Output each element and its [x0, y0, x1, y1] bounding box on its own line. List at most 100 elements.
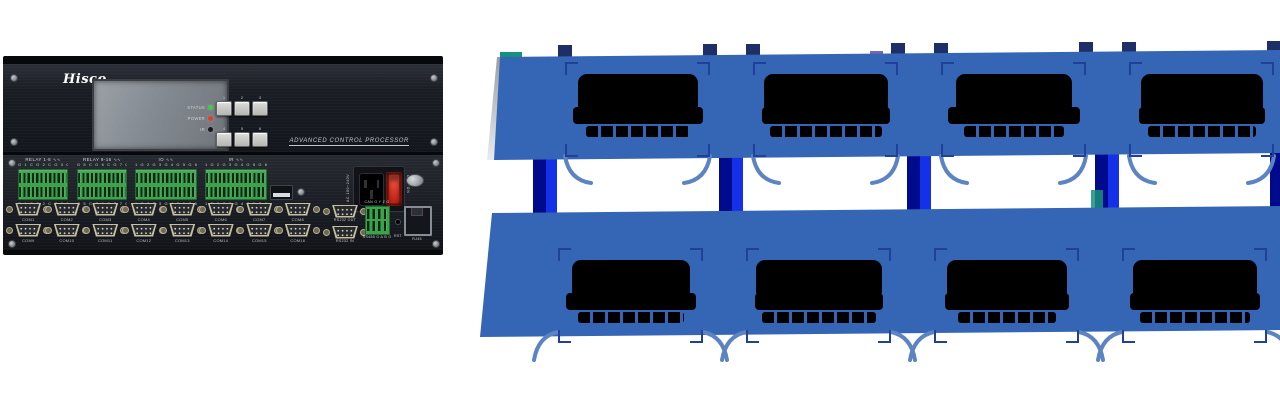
jack-screw-icon [160, 226, 168, 234]
com-port-label: COM6 [214, 217, 227, 222]
indicator-label: IR [200, 127, 205, 132]
corner-bracket-icon [1254, 330, 1267, 343]
db9-shell [15, 202, 42, 216]
db9-port: COM12 [121, 223, 166, 243]
com-port-label: COM2 [60, 217, 73, 222]
db9-port: COM10 [44, 223, 89, 243]
com-port-label: COM13 [174, 238, 190, 243]
db9-shell [92, 202, 119, 216]
relay-coil-icon: ∿∿ [53, 156, 61, 162]
jack-screw-icon [312, 226, 320, 234]
ethernet-port: RJ45 [404, 206, 432, 241]
db9-connector [6, 202, 51, 216]
corner-bracket-icon [558, 248, 571, 261]
feature-subtitle-mask [1139, 312, 1250, 323]
db9-connector [83, 202, 128, 216]
rack-screw-icon [430, 138, 438, 146]
db9-port: COM16 [275, 223, 320, 243]
rs232-out-port: RS232 OUT [323, 204, 367, 222]
button-number: 3 [258, 95, 262, 100]
db9-shell [246, 202, 273, 216]
terminal-label-text: IR [228, 156, 234, 162]
feature-title-mask [754, 293, 883, 310]
db9-shell [53, 202, 80, 216]
indicator-row: IR [179, 124, 213, 135]
com-port-label: COM9 [22, 238, 35, 243]
terminal-block: IR ∿∿ 1 G 2 G 3 G 4 G 5 G 6 G 7 G 8 G 1 … [205, 156, 267, 207]
led-icon [208, 116, 213, 121]
db9-pins [132, 225, 155, 235]
feature-text-mask [746, 260, 891, 323]
rack-screw-icon [8, 240, 16, 248]
feature-cards-row-top [565, 62, 1274, 157]
db9-connector [275, 202, 320, 216]
db9-pins [55, 225, 78, 235]
jack-screw-icon [237, 205, 245, 213]
relay-coil-icon: ∿∿ [166, 156, 174, 162]
corner-bracket-icon [1261, 144, 1274, 157]
db9-pins [171, 204, 194, 214]
rack-screw-icon [8, 159, 16, 167]
db9-port: COM11 [83, 223, 128, 243]
feature-card [934, 248, 1079, 343]
corner-bracket-icon [885, 62, 898, 75]
button-number: 6 [258, 126, 262, 131]
button-number: 4 [222, 126, 226, 131]
pin-labels-bottom: 1 G 2 G 3 G 4 G 5 G 6 G 7 G 8 G [205, 201, 267, 206]
feature-cards-row-bottom [558, 248, 1267, 343]
corner-bracket-icon [934, 330, 947, 343]
corner-bracket-icon [1129, 144, 1142, 157]
db9-port: COM2 [44, 202, 89, 222]
corner-bracket-icon [746, 330, 759, 343]
iec-inlet-icon [359, 173, 384, 206]
db9-connector [6, 223, 51, 237]
power-inlet-box: OFF ON [353, 166, 410, 212]
db9-shell [169, 202, 196, 216]
feature-text-mask [941, 74, 1086, 137]
com-port-label: COM8 [291, 217, 304, 222]
com-port-label: COM1 [22, 217, 35, 222]
jack-screw-icon [160, 205, 168, 213]
reset-hole-icon [395, 219, 401, 225]
button-face [252, 132, 268, 147]
jack-screw-icon [237, 226, 245, 234]
front-button: 6 [251, 126, 269, 152]
corner-bracket-icon [878, 330, 891, 343]
corner-bracket-icon [885, 144, 898, 157]
pin-labels-bottom: G 1 C G 2 C G 3 C G 4 C [18, 201, 68, 206]
rs232-out-label: RS232 OUT [333, 218, 357, 222]
power-module: AC 100~240V OFF ON [346, 166, 410, 212]
feature-card [746, 248, 891, 343]
corner-bracket-icon [753, 62, 766, 75]
feature-text-mask [1122, 260, 1267, 323]
com-port-label: COM5 [176, 217, 189, 222]
com-port-label: COM4 [137, 217, 150, 222]
db9-pins [248, 204, 271, 214]
indicator-row: STATUS [179, 102, 213, 113]
com-port-label: COM12 [136, 238, 152, 243]
button-number: 5 [240, 126, 244, 131]
db9-shell [332, 204, 358, 218]
feature-title-mask [572, 107, 703, 124]
front-button: 3 [251, 95, 269, 126]
front-button: 1 [215, 95, 233, 126]
db9-pins [286, 204, 309, 214]
corner-bracket-icon [1122, 330, 1135, 343]
db9-pins [248, 225, 271, 235]
reset-control: RST [392, 219, 404, 238]
green-terminal-strip [77, 169, 127, 200]
db9-connector [198, 223, 243, 237]
db9-connector [121, 202, 166, 216]
jack-screw-icon [121, 205, 129, 213]
jack-screw-icon [323, 207, 330, 215]
terminal-block: IO ∿∿ 1 G 2 G 3 G 4 G 5 G 6 G 7 G 8 G 1 … [135, 156, 197, 207]
fold-hooks-bottom [532, 330, 1280, 362]
terminal-block-label: RELAY 1-8 ∿∿ [18, 156, 68, 162]
db9-shell [53, 223, 80, 237]
db9-shell [332, 225, 358, 239]
jack-screw-icon [44, 226, 52, 234]
feature-title-mask [565, 293, 696, 310]
indicator-row: POWER [179, 113, 213, 124]
front-button: 2 [233, 95, 251, 126]
